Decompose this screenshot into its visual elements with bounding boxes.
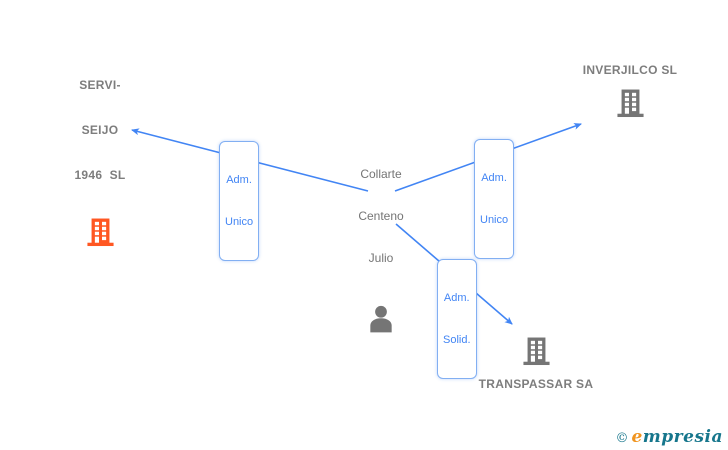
building-icon[interactable]	[84, 215, 117, 254]
edge-label-adm-unico-right: Adm. Unico	[474, 139, 515, 259]
company-name: SERVI- SEIJO 1946 SL	[74, 78, 126, 182]
company-node-servi-seijo[interactable]: SERVI- SEIJO 1946 SL	[50, 48, 150, 254]
person-node-collarte-centeno-julio[interactable]: Collarte Centeno Julio	[331, 139, 431, 340]
building-icon[interactable]	[614, 86, 647, 125]
edge-label-adm-solid: Adm. Solid.	[437, 259, 477, 379]
empresia-logo: © empresia	[615, 427, 723, 447]
company-node-inverjilco[interactable]: INVERJILCO SL	[565, 63, 695, 125]
company-name: TRANSPASSAR SA	[478, 377, 594, 391]
company-node-transpassar[interactable]: TRANSPASSAR SA	[466, 334, 606, 392]
edge-label-adm-unico-left: Adm. Unico	[219, 141, 260, 261]
person-name: Collarte Centeno Julio	[358, 167, 404, 265]
copyright-symbol: ©	[615, 431, 629, 446]
person-icon[interactable]	[365, 303, 397, 340]
brand-wordmark: empresia	[631, 427, 723, 447]
company-name: INVERJILCO SL	[582, 63, 678, 77]
building-icon[interactable]	[520, 334, 553, 373]
